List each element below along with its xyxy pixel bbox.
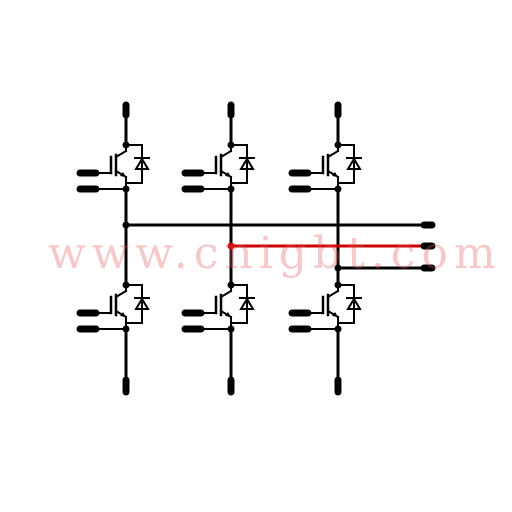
- diode-icon: [239, 157, 255, 170]
- collector-node: [334, 281, 342, 289]
- lower-igbt: [76, 279, 150, 333]
- diode-icon: [134, 297, 150, 310]
- emitter-arrow-icon: [120, 172, 126, 177]
- upper-igbt: [76, 139, 150, 193]
- diode-icon: [346, 157, 362, 170]
- phase-output-1: [122, 221, 436, 229]
- collector-diagonal: [114, 289, 128, 299]
- phase-output-3: [334, 264, 436, 272]
- diode-icon: [134, 157, 150, 170]
- emitter-arrow-icon: [225, 172, 231, 177]
- emitter-arrow-icon: [225, 312, 231, 317]
- collector-node: [227, 281, 235, 289]
- bridge-leg-1: [76, 101, 150, 396]
- diode-icon: [239, 297, 255, 310]
- upper-igbt: [181, 139, 255, 193]
- collector-diagonal: [219, 289, 233, 299]
- lower-igbt: [181, 279, 255, 333]
- bridge-leg-2: [181, 101, 255, 396]
- phase-output-2: [227, 242, 436, 250]
- collector-diagonal: [326, 289, 340, 299]
- bridge-leg-3: [288, 101, 362, 396]
- lower-igbt: [288, 279, 362, 333]
- emitter-arrow-icon: [332, 172, 338, 177]
- collector-diagonal: [114, 149, 128, 159]
- collector-node: [122, 141, 130, 149]
- collector-diagonal: [326, 149, 340, 159]
- upper-igbt: [288, 139, 362, 193]
- diode-icon: [346, 297, 362, 310]
- collector-node: [334, 141, 342, 149]
- collector-node: [227, 141, 235, 149]
- emitter-arrow-icon: [332, 312, 338, 317]
- collector-diagonal: [219, 149, 233, 159]
- collector-node: [122, 281, 130, 289]
- emitter-arrow-icon: [120, 312, 126, 317]
